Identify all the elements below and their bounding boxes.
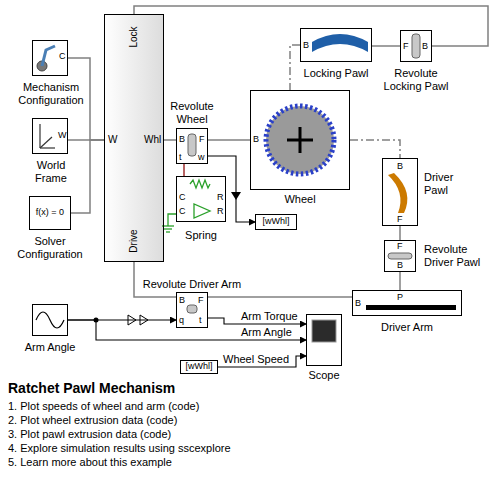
port-label: t [199, 315, 202, 326]
port-label: B [303, 40, 309, 51]
port-label: W [58, 130, 67, 141]
port-label: R [217, 192, 224, 203]
connection-subsystem: LockW WhlDrive [104, 14, 164, 262]
goto-tag: [wWhl] [255, 214, 297, 230]
physical-connection [164, 139, 176, 141]
port-label: t [179, 152, 182, 163]
port-label: P [397, 292, 403, 303]
port-label: B [422, 41, 428, 52]
port-label: C [179, 206, 186, 217]
axes-icon [40, 124, 55, 148]
physical-connection [71, 140, 104, 213]
physical-connection [372, 45, 400, 47]
port-label: W [108, 134, 117, 146]
block-name: World Frame [26, 159, 76, 185]
wheel-block: BWheel [250, 90, 350, 190]
sensor-triangle [194, 204, 210, 218]
port-label: C [59, 51, 66, 62]
physical-connection [399, 272, 401, 290]
block-name: Driver Arm [377, 321, 437, 334]
note-item: 1. Plot speeds of wheel and arm (code) [8, 400, 199, 413]
port-label: F [198, 295, 204, 306]
physical-connection [208, 139, 250, 141]
port-label: R [217, 206, 224, 217]
port-label: F [403, 41, 409, 52]
block-name: Revolute Locking Pawl [376, 67, 456, 93]
note-item: 4. Explore simulation results using ssce… [8, 442, 231, 455]
port-label: F [397, 214, 403, 225]
driver-pawl-shape [388, 173, 407, 213]
block-name: Spring [171, 229, 231, 242]
signal-label: Wheel Speed [222, 353, 290, 366]
port-label: C [179, 192, 186, 203]
physical-connection [399, 226, 401, 240]
block-name: Locking Pawl [286, 67, 386, 80]
locking-pawl-block: BLocking Pawl [300, 28, 372, 62]
title: Ratchet Pawl Mechanism [8, 380, 175, 397]
port-label: B [179, 134, 185, 145]
gear-wheel [266, 106, 334, 174]
block-name: Solver Configuration [10, 235, 90, 261]
block-name: Revolute Wheel [162, 100, 222, 126]
scope-screen [312, 320, 336, 342]
sine-source-block: Arm Angle [32, 304, 68, 336]
revolute-joint-block: FBRevolute Driver Pawl [384, 240, 416, 272]
signal-line [208, 156, 255, 222]
ground-symbol [162, 214, 176, 232]
port-label: Lock [128, 26, 140, 47]
block-name: Wheel [270, 193, 330, 206]
physical-connection [350, 140, 400, 158]
world-frame-block: WWorld Frame [32, 118, 68, 154]
revolute-icons [187, 34, 420, 313]
wheel-cross [287, 139, 313, 142]
from-tag: [wWhl] [180, 360, 218, 374]
spring-block: CRCRSpring [176, 176, 226, 222]
note-item: 5. Learn more about this example [8, 456, 172, 469]
port-label: w [198, 152, 205, 163]
driver-arm-bar [366, 305, 456, 310]
driver-pawl-block: BFDriver Pawl [382, 158, 418, 226]
block-name: Mechanism Configuration [11, 81, 91, 107]
spring-coil [190, 180, 210, 188]
physical-connection [290, 45, 300, 90]
driver-arm-block: BPDriver Arm [352, 290, 462, 316]
physical-connection [208, 296, 352, 298]
block-name: Revolute Driver Arm [132, 278, 252, 291]
port-label: F [199, 134, 205, 145]
solver-config-block: f(x) = 0Solver Configuration [29, 196, 71, 230]
signal-label: Arm Torque [240, 310, 299, 323]
port-label: B [355, 298, 361, 309]
scope-block: Scope [306, 314, 342, 366]
mechanism-config-block: CMechanism Configuration [32, 40, 68, 76]
port-label: B [397, 260, 403, 271]
port-label: F [397, 241, 403, 252]
locking-pawl-shape [312, 34, 368, 52]
port-label: Whl [144, 134, 161, 146]
port-label: [wWhl] [181, 361, 217, 372]
port-label: f(x) = 0 [30, 207, 70, 218]
block-name: Driver Pawl [424, 171, 480, 197]
signal-line [68, 320, 306, 340]
block-name: Revolute Driver Pawl [424, 243, 496, 269]
port-label: Drive [128, 229, 140, 252]
note-item: 3. Plot pawl extrusion data (code) [8, 428, 171, 441]
note-item: 2. Plot wheel extrusion data (code) [8, 414, 177, 427]
port-label: B [253, 134, 259, 145]
port-label: B [397, 161, 403, 172]
sine-icon [36, 312, 64, 328]
subsystem-fill [104, 14, 164, 262]
port-label: q [179, 315, 184, 326]
revolute-joint-block: FBRevolute Locking Pawl [400, 30, 432, 62]
block-name: Scope [294, 369, 354, 382]
signal-label: Arm Angle [240, 326, 293, 339]
physical-connection [134, 6, 488, 46]
revolute-joint-block: Revolute WheelBFtw [176, 128, 208, 164]
block-name: Arm Angle [20, 341, 80, 354]
physical-connection [183, 164, 185, 176]
port-label: B [179, 295, 185, 306]
port-label: [wWhl] [256, 216, 296, 227]
robot-arm-icon [42, 46, 55, 66]
revolute-joint-block: Revolute Driver ArmBFqt [176, 292, 208, 328]
